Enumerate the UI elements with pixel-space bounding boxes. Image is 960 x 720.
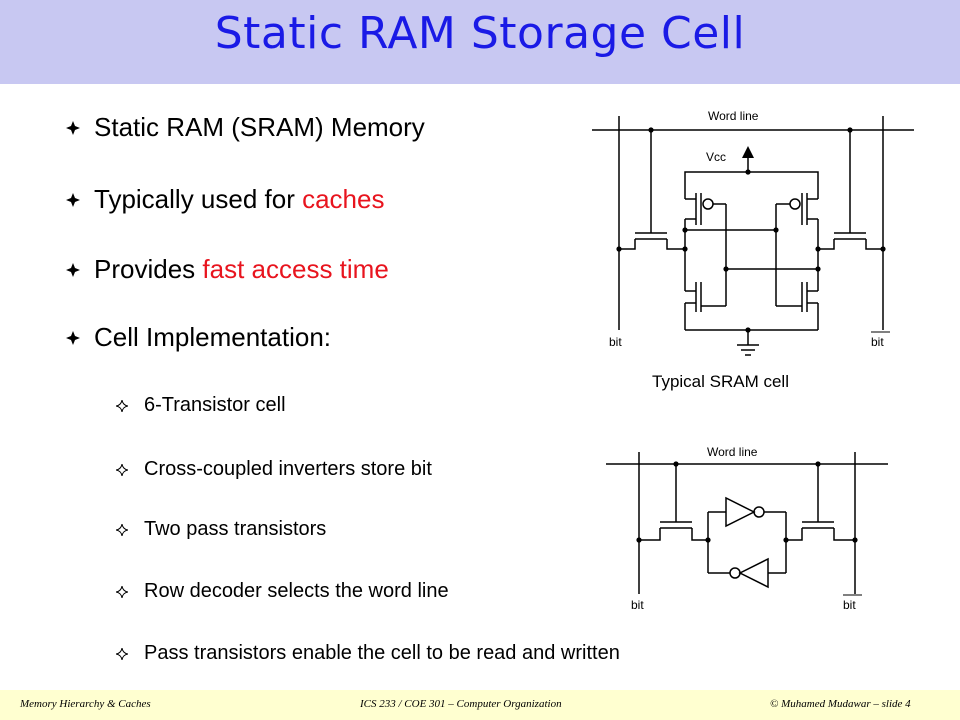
diamond-bullet-icon [66, 192, 80, 207]
bullet-1: Static RAM (SRAM) Memory [66, 112, 425, 143]
sub-bullet-text: Cross-coupled inverters store bit [144, 458, 432, 480]
word-line-label: Word line [708, 109, 759, 123]
slide-title: Static RAM Storage Cell [214, 8, 746, 59]
bullet-text: Cell Implementation: [94, 322, 331, 352]
hollow-star-bullet-icon [116, 463, 128, 476]
sub-bullet-1: 6-Transistor cell [116, 394, 286, 417]
sub-bullet-text: 6-Transistor cell [144, 394, 286, 416]
word-line-label: Word line [707, 445, 758, 459]
bullet-text: Provides [94, 254, 203, 284]
bullet-2: Typically used for caches [66, 184, 384, 215]
bit-label: bit [631, 598, 644, 612]
sub-bullet-3: Two pass transistors [116, 518, 326, 541]
diamond-bullet-icon [66, 330, 80, 345]
bullet-text: Static RAM (SRAM) Memory [94, 112, 425, 142]
bit-label: bit [609, 335, 622, 349]
footer-left: Memory Hierarchy & Caches [20, 698, 151, 710]
vcc-label: Vcc [706, 150, 726, 164]
sub-bullet-4: Row decoder selects the word line [116, 580, 449, 603]
sram-6t-cell-diagram: Word line Vcc bit bit [592, 109, 914, 356]
sram-cell-caption: Typical SRAM cell [652, 372, 789, 391]
sub-bullet-text: Row decoder selects the word line [144, 580, 449, 602]
bullet-highlight: caches [302, 184, 385, 214]
sub-bullet-text: Two pass transistors [144, 518, 327, 540]
sub-bullet-text: Pass transistors enable the cell to be r… [144, 642, 620, 664]
bullet-3: Provides fast access time [66, 254, 389, 285]
diamond-bullet-icon [66, 262, 80, 277]
footer-bar [0, 690, 960, 720]
sram-inverter-cell-diagram: Word line bit bit [606, 445, 888, 612]
bit-bar-label: bit [843, 598, 856, 612]
diamond-bullet-icon [66, 120, 80, 135]
vcc-arrow-icon [742, 146, 754, 158]
footer-right: © Muhamed Mudawar – slide 4 [770, 698, 911, 710]
hollow-star-bullet-icon [116, 585, 128, 598]
title-bar [0, 0, 960, 84]
footer-center: ICS 233 / COE 301 – Computer Organizatio… [360, 698, 562, 710]
bullet-text: Typically used for [94, 184, 303, 214]
sub-bullet-2: Cross-coupled inverters store bit [116, 458, 432, 481]
hollow-star-bullet-icon [116, 523, 128, 536]
bit-bar-label: bit [871, 335, 884, 349]
bullet-4: Cell Implementation: [66, 322, 331, 353]
hollow-star-bullet-icon [116, 399, 128, 412]
sub-bullet-5: Pass transistors enable the cell to be r… [116, 642, 620, 665]
hollow-star-bullet-icon [116, 647, 128, 660]
bullet-highlight: fast access time [202, 254, 389, 284]
